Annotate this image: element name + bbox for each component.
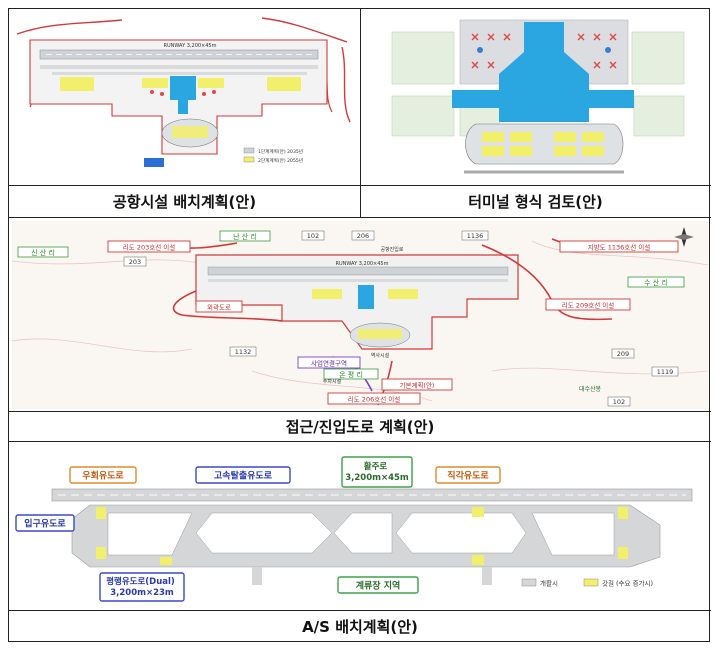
p3-road-206: 리도 206호선 이설 — [348, 395, 400, 404]
p4-label-entrance: 입구유도로 — [24, 518, 66, 530]
p4-label-parallel: 평행유도로(Dual) 3,200m×23m — [106, 576, 178, 598]
p1-runway-label: RUNWAY 3,200×45m — [164, 43, 217, 49]
p3-road-access: 사업연결구역 — [311, 359, 347, 368]
divider-row1-caption — [9, 185, 711, 186]
p3-label-station: 역사시설 — [371, 352, 390, 359]
p4-label-parallel-line2: 3,200m×23m — [110, 588, 174, 598]
p3-road-1136: 지방도 1136호선 이설 — [588, 243, 651, 252]
p1-legend-phase2: 2단계계획(안) 2055년 — [258, 157, 303, 164]
p3-route-1136: 1136 — [467, 232, 484, 240]
p3-route-102-south: 102 — [613, 398, 625, 406]
divider-row2 — [9, 441, 711, 443]
p3-village-susan: 수 산 리 — [644, 278, 668, 287]
p4-legend-shoulder: 갓길 (수요 증가시) — [602, 579, 653, 588]
p3-label-parking: 주차시설 — [323, 378, 342, 385]
p3-village-nansan: 난 산 리 — [233, 232, 257, 241]
p3-route-209: 209 — [617, 350, 629, 358]
compass-icon — [674, 227, 694, 247]
divider-vertical-top — [360, 9, 362, 217]
p4-label-apron: 계류장 지역 — [356, 580, 401, 592]
p3-route-1132: 1132 — [235, 348, 252, 356]
p3-route-206: 206 — [357, 232, 369, 240]
figure-table: RUNWAY 3,200×45m 1단계계획(안) 2035년 2단계계획(안 — [8, 8, 711, 642]
p3-road-outer: 외곽도로 — [207, 304, 231, 312]
p4-legend-pavement: 개활시 — [540, 579, 558, 588]
p4-label-rapid-exit: 고속탈출유도로 — [214, 470, 273, 482]
caption-terminal-type: 터미널 형식 검토(안) — [468, 193, 603, 211]
divider-row2-caption — [9, 411, 711, 412]
p3-route-1119: 1119 — [657, 368, 674, 376]
p3-runway-label: RUNWAY 3,200×45m — [336, 261, 389, 267]
p4-label-main-runway: 활주로 3,200m×45m — [345, 461, 409, 483]
p3-road-203: 리도 203호선 이설 — [123, 243, 175, 252]
p3-label-airport-access: 공항진입로 — [380, 246, 403, 253]
p3-road-209: 리도 209호선 이설 — [562, 301, 614, 310]
caption-airside-layout: A/S 배치계획(안) — [302, 618, 418, 636]
caption-facility-layout: 공항시설 배치계획(안) — [112, 193, 257, 211]
facility-layout-image: RUNWAY 3,200×45m 1단계계획(안) 2035년 2단계계획(안 — [12, 12, 357, 182]
p1-legend-phase1: 1단계계획(안) 2035년 — [258, 148, 303, 155]
caption-access-road: 접근/진입도로 계획(안) — [285, 418, 435, 436]
p3-route-203: 203 — [129, 258, 141, 266]
p3-road-basic: 기본계획(안) — [400, 381, 435, 390]
p4-label-main-runway-line1: 활주로 — [364, 461, 388, 472]
divider-row1 — [9, 217, 711, 219]
p3-village-onpyeong: 온 평 리 — [339, 370, 363, 379]
terminal-type-image — [364, 12, 708, 182]
access-road-map-image: RUNWAY 3,200×45m 신 산 리 난 산 리 수 산 리 — [12, 221, 708, 409]
divider-row3-caption — [9, 610, 711, 611]
p3-route-102-north: 102 — [307, 232, 319, 240]
airside-layout-image: 우회유도로 고속탈출유도로 활주로 3,200m×45m 직각유도로 입구유도로… — [12, 445, 708, 608]
p3-label-daesusanbong: 대수산봉 — [579, 385, 602, 393]
p4-label-return-taxiway: 우회유도로 — [82, 470, 124, 482]
p4-label-right-angle: 직각유도로 — [447, 470, 489, 482]
p4-label-parallel-line1: 평행유도로(Dual) — [106, 576, 175, 587]
p4-label-main-runway-line2: 3,200m×45m — [345, 473, 409, 483]
p3-village-sinsan: 신 산 리 — [31, 248, 55, 257]
